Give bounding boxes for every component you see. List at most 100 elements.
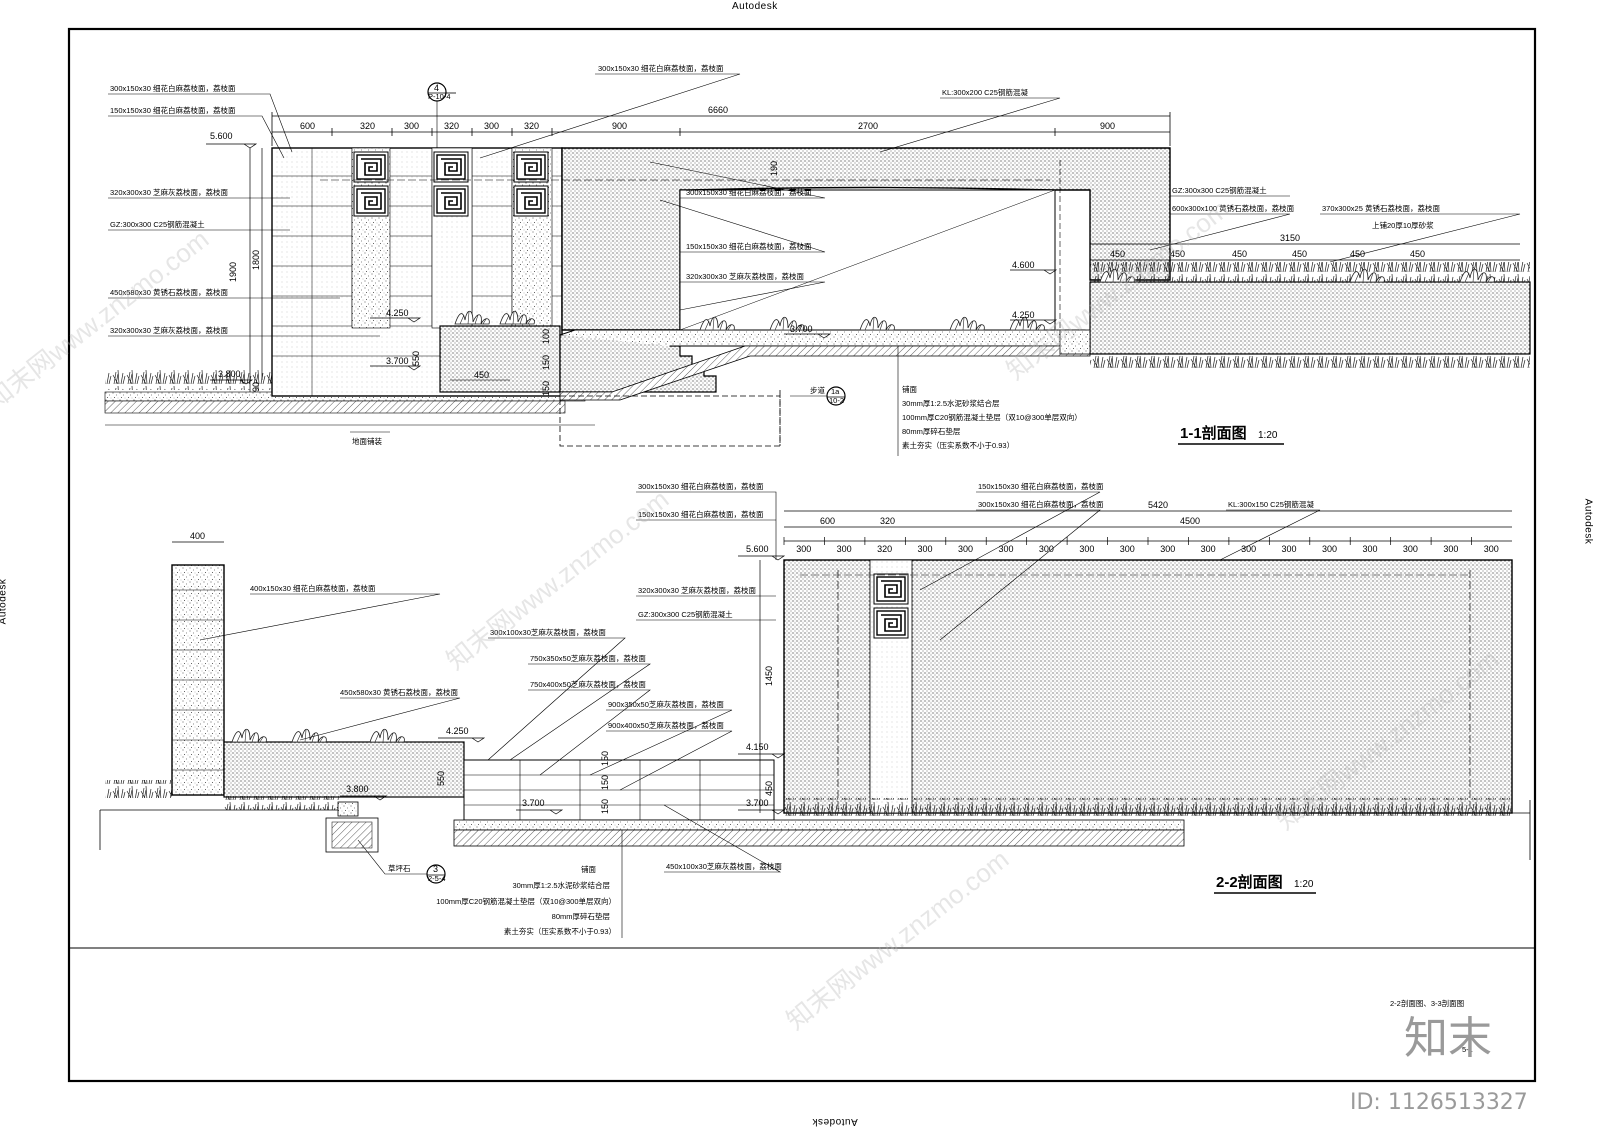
dim-label: 300 (796, 544, 811, 554)
dim-total: 3150 (1280, 233, 1300, 243)
dim-label: 450 (764, 781, 774, 796)
dim-label: 100 (541, 329, 551, 344)
dim-label: 320 (360, 121, 375, 131)
dim-label: 300 (1241, 544, 1256, 554)
dim-label: 2700 (858, 121, 878, 131)
callout-label: 320x300x30 芝麻灰荔枝面，荔枝面 (110, 325, 228, 335)
dim-label: 300 (998, 544, 1013, 554)
section2-title: 2-2剖面图 (1216, 873, 1283, 891)
callout-label: 150x150x30 细花白麻荔枝面，荔枝面 (638, 509, 764, 519)
elevation-mark: 4.250 (386, 308, 409, 318)
layer-note: 素土夯实（压实系数不小于0.93） (504, 926, 616, 936)
layer-note: 30mm厚1:2.5水泥砂浆结合层 (512, 880, 610, 890)
dim-label: 450 (1170, 249, 1185, 259)
dim-label: 300 (1160, 544, 1175, 554)
section2-scale: 1:20 (1294, 879, 1314, 890)
section-2-2: 400 (99, 481, 1531, 938)
dim-label: 300 (958, 544, 973, 554)
elevation-mark: 5.600 (746, 544, 769, 554)
dim-label: 450 (1350, 249, 1365, 259)
section1-right-planter (1089, 281, 1531, 355)
dim-label: 90 (251, 382, 261, 392)
dim-label: 150 (541, 381, 551, 396)
dim-label: 300 (1039, 544, 1054, 554)
dim-label: 450 (474, 370, 489, 380)
dim-label: 550 (436, 771, 446, 786)
layer-note: 素土夯实（压实系数不小于0.93） (902, 440, 1014, 450)
elevation-mark: 4.250 (446, 726, 469, 736)
outer-frame (67, 27, 1537, 1083)
dim-label: 300 (837, 544, 852, 554)
callout-label: 300x150x30 细花白麻荔枝面，荔枝面 (638, 481, 764, 491)
callout-label: 上铺20厚10厚砂浆 (1372, 220, 1434, 230)
image-id: ID: 1126513327 (1350, 1090, 1528, 1115)
callout-label: 300x150x30 细花白麻荔枝面，荔枝面 (110, 83, 236, 93)
detail-marker-number: 3 (433, 864, 438, 874)
callout-label: 400x150x30 细花白麻荔枝面，荔枝面 (250, 583, 376, 593)
dim-label: 300 (918, 544, 933, 554)
fret-motif-icon (433, 151, 469, 183)
dim-label: 190 (769, 161, 779, 176)
dim-label: 300 (404, 121, 419, 131)
dim-label: 150 (600, 751, 610, 766)
dim-label: 300 (1322, 544, 1337, 554)
elevation-mark: 4.150 (746, 742, 769, 752)
dim-label: 320 (444, 121, 459, 131)
section1-scale: 1:20 (1258, 430, 1278, 441)
walkway-label: 步道 (810, 385, 825, 395)
callout-label: 750x350x50芝麻灰荔枝面，荔枝面 (530, 653, 646, 663)
fret-motif-icon (873, 573, 909, 605)
fret-motif-icon (873, 607, 909, 639)
callout-label: 300x150x30 细花白麻荔枝面，荔枝面 (686, 187, 812, 197)
dim-total: 6660 (708, 105, 728, 115)
detail-marker-ref: 2-5-4 (428, 874, 446, 883)
callout-label: 450x100x30芝麻灰荔枝面，荔枝面 (666, 861, 782, 871)
elevation-mark: 4.250 (1012, 310, 1035, 320)
callout-label: 370x300x25 黄锈石荔枝面，荔枝面 (1322, 203, 1440, 213)
section-1-1: 600 320 300 320 300 320 900 2700 900 666… (104, 63, 1531, 456)
dim-label: 320 (877, 544, 892, 554)
dim-label: 300 (1403, 544, 1418, 554)
sheet-number: 5-1 (1462, 1045, 1473, 1054)
dim-label: 400 (190, 531, 205, 541)
callout-label: 150x150x30 细花白麻荔枝面，荔枝面 (978, 481, 1104, 491)
callout-label: 150x150x30 细花白麻荔枝面，荔枝面 (686, 241, 812, 251)
dim-total: 5420 (1148, 500, 1168, 510)
dim-label: 150 (541, 355, 551, 370)
detail-marker-number: 1a (831, 387, 840, 396)
dim-label: 450 (1232, 249, 1247, 259)
elevation-mark: 3.800 (218, 369, 241, 379)
dim-label: 450 (1410, 249, 1425, 259)
dim-label: 300 (1120, 544, 1135, 554)
fret-motif-icon (513, 151, 549, 183)
section2-planter (223, 741, 465, 798)
layer-note: 铺面 (581, 864, 596, 874)
callout-label: 300x150x30 细花白麻荔枝面，荔枝面 (598, 63, 724, 73)
callout-label: 300x150x30 细花白麻荔枝面，荔枝面 (978, 499, 1104, 509)
dim-label: 900 (612, 121, 627, 131)
callout-label: 320x300x30 芝麻灰荔枝面，荔枝面 (686, 271, 804, 281)
callout-label: 900x350x50芝麻灰荔枝面，荔枝面 (608, 699, 724, 709)
callout-label: 450x580x30 黄锈石荔枝面，荔枝面 (340, 687, 458, 697)
curb-label: 草坪石 (388, 863, 411, 873)
callout-label: GZ:300x300 C25钢筋混凝土 (110, 219, 205, 229)
dim-label: 300 (1443, 544, 1458, 554)
elevation-mark: 3.700 (746, 798, 769, 808)
ground-label: 地面铺装 (352, 436, 382, 446)
layer-note: 100mm厚C20钢筋混凝土垫层（双10@300单层双向） (902, 412, 1082, 422)
dim-label: 600 (300, 121, 315, 131)
fret-motif-icon (353, 185, 389, 217)
fret-motif-icon (513, 185, 549, 217)
dim-label: 300 (1282, 544, 1297, 554)
dim-label: 900 (1100, 121, 1115, 131)
elevation-mark: 3.800 (346, 784, 369, 794)
callout-label: 300x100x30芝麻灰荔枝面，荔枝面 (490, 627, 606, 637)
dim-label: 300 (1362, 544, 1377, 554)
callout-label: 750x400x50芝麻灰荔枝面，荔枝面 (530, 679, 646, 689)
elevation-mark: 5.600 (210, 131, 233, 141)
layer-note: 铺面 (902, 384, 917, 394)
elevation-mark: 3.700 (790, 324, 813, 334)
layer-note: 80mm厚碎石垫层 (902, 426, 961, 436)
dim-label: 150 (600, 775, 610, 790)
